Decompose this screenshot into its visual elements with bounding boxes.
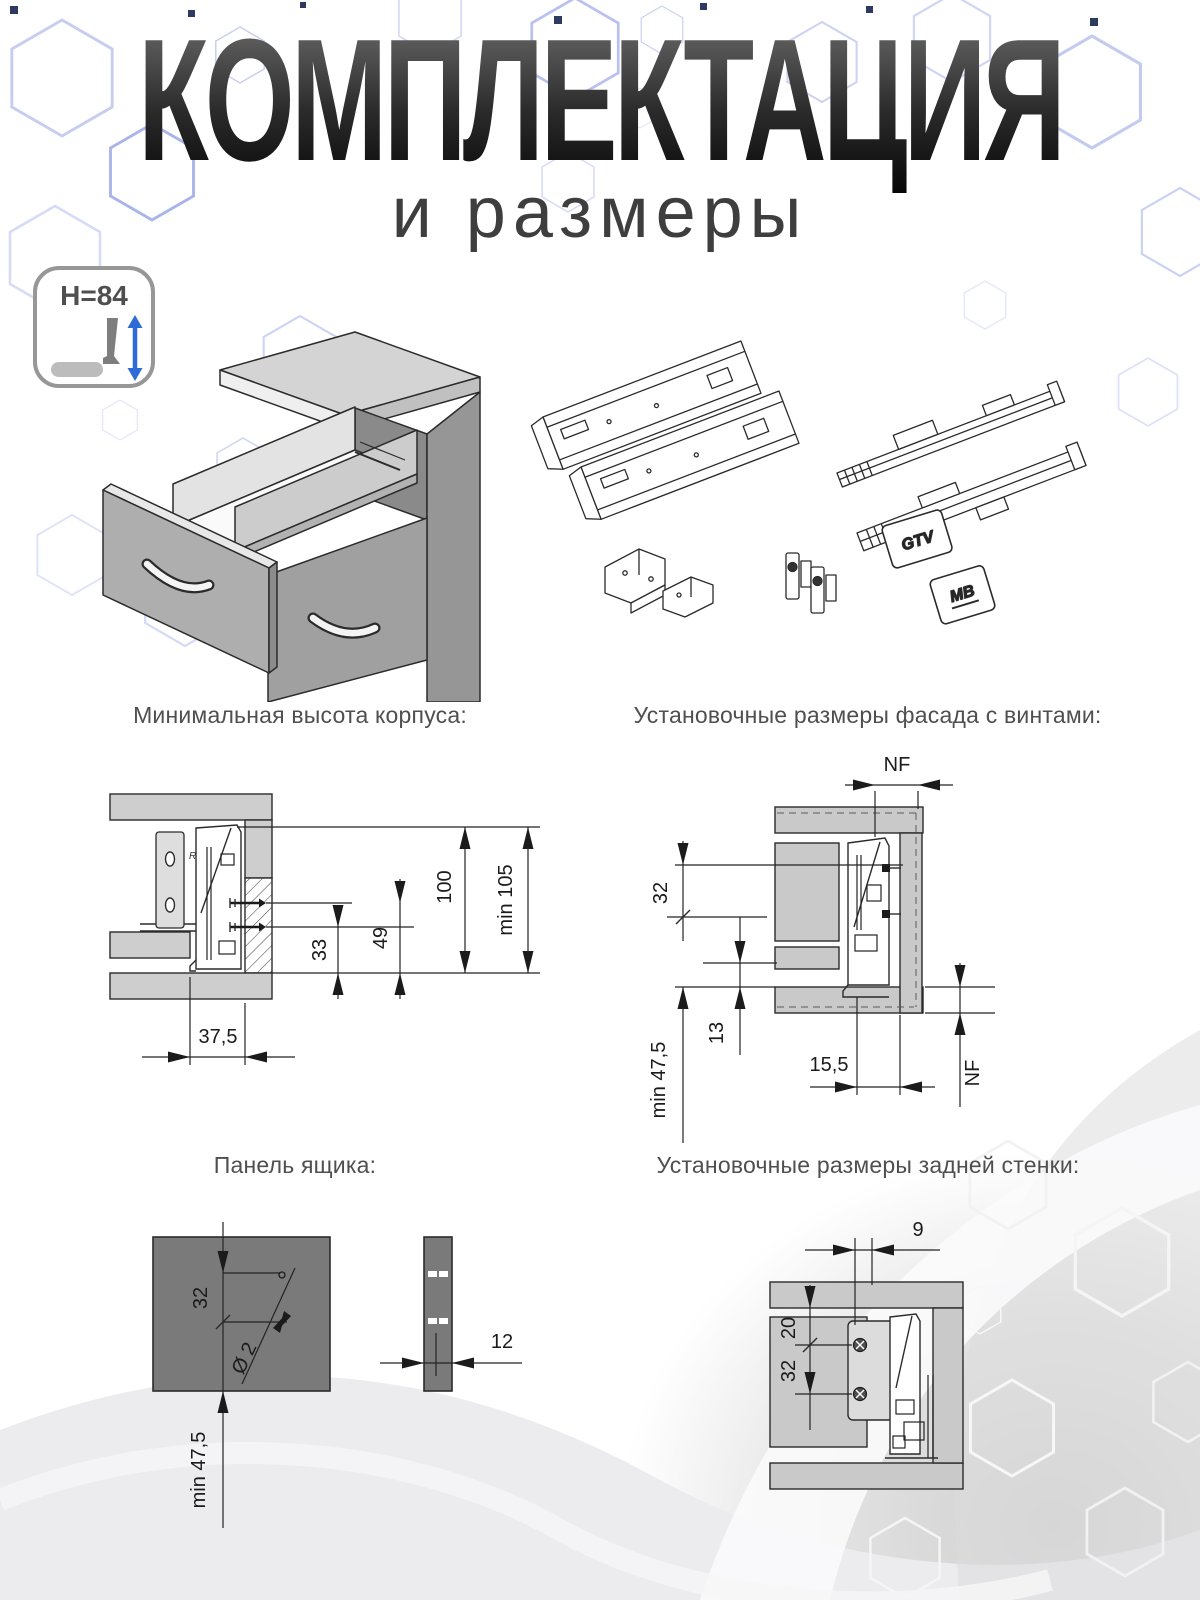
facade-clip [810, 566, 837, 614]
cover-cap-mb-label: MB [948, 583, 977, 607]
drawer-height-icon [51, 315, 143, 381]
drawer-profile-section [842, 837, 901, 998]
svg-text:32: 32 [650, 882, 672, 904]
dim-min-47-5: min 47,5 [188, 1391, 229, 1508]
cabinet-drawer-illustration [102, 331, 481, 702]
section-label-facade: Установочные размеры фасада с винтами: [633, 702, 1102, 728]
slide-rail [836, 380, 1066, 488]
svg-text:20: 20 [778, 1317, 800, 1339]
height-badge-label: H=84 [60, 280, 128, 311]
svg-text:NF: NF [884, 754, 911, 776]
svg-text:min 105: min 105 [495, 864, 517, 935]
svg-text:37,5: 37,5 [199, 1026, 238, 1048]
facade-clip [785, 552, 812, 600]
dim-9: 9 [805, 1219, 940, 1325]
dim-12: 12 [380, 1331, 522, 1369]
double-arrow-icon [127, 315, 143, 381]
kit-components-illustration: GTV MB [530, 340, 1087, 625]
dim-15-5: 15,5 [810, 997, 935, 1095]
drawer-side-panel [568, 390, 800, 520]
back-bracket [662, 576, 714, 618]
svg-text:min 47,5: min 47,5 [188, 1432, 210, 1509]
profile-marker-r: R [189, 851, 196, 862]
svg-text:15,5: 15,5 [810, 1054, 849, 1076]
dim-37-5: 37,5 [142, 977, 295, 1065]
dim-20-32: 20 32 [778, 1285, 852, 1430]
dim-49: 49 [370, 879, 406, 999]
drawer-panel-drawing: 32 Ø 2 min 47,5 12 [152, 1222, 522, 1528]
back-bracket [604, 548, 666, 614]
svg-text:32: 32 [190, 1287, 212, 1309]
facade-dims-drawing: NF 32 13 [648, 754, 995, 1143]
screw-icon [229, 922, 266, 932]
svg-text:NF: NF [962, 1060, 984, 1087]
drawer-profile-section [885, 1313, 938, 1459]
svg-text:32: 32 [778, 1360, 800, 1382]
svg-text:49: 49 [370, 927, 392, 949]
height-badge: H=84 [33, 266, 155, 388]
section-label-panel: Панель ящика: [213, 1152, 377, 1178]
dim-min-105: min 105 [495, 827, 534, 973]
dim-13: 13 [703, 917, 777, 1055]
page-subtitle: и размеры [391, 173, 809, 253]
svg-text:12: 12 [491, 1331, 513, 1353]
dim-min-47-5: min 47,5 [648, 986, 775, 1143]
section-label-min-height: Минимальная высота корпуса: [133, 702, 467, 728]
cover-cap-mb: MB [929, 565, 996, 625]
drawer-side-panel [530, 340, 762, 470]
navy-square-accents [10, 2, 1098, 26]
dim-nf-side: NF [925, 963, 995, 1107]
section-label-back-wall: Установочные размеры задней стенки: [656, 1152, 1080, 1178]
min-height-drawing: R [109, 793, 540, 1065]
dim-100: 100 [434, 827, 471, 973]
dim-33: 33 [309, 905, 344, 999]
back-wall-drawing: 9 20 32 [769, 1219, 964, 1490]
svg-text:min 47,5: min 47,5 [648, 1042, 670, 1119]
dim-32: 32 [650, 841, 903, 941]
screw-icon [229, 898, 266, 908]
drawer-profile-section: R [155, 824, 242, 972]
page-title: КОМПЛЕКТАЦИЯ [0, 9, 1200, 193]
svg-text:33: 33 [309, 939, 331, 961]
svg-text:13: 13 [706, 1022, 728, 1044]
cover-cap-gtv: GTV [881, 509, 953, 569]
svg-text:100: 100 [434, 870, 456, 903]
svg-text:9: 9 [912, 1219, 923, 1241]
dim-32: 32 [190, 1222, 287, 1528]
dim-nf-top: NF [845, 754, 953, 837]
side-view-holes [428, 1271, 448, 1324]
